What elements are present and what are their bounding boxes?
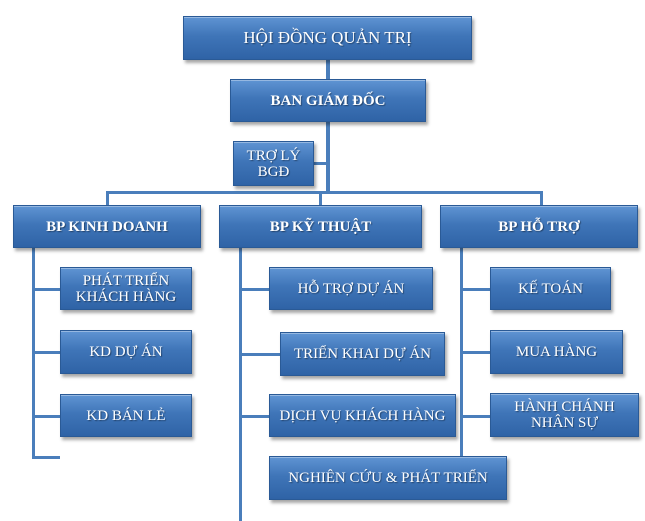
- assistant-label: BGĐ: [257, 163, 290, 180]
- connector: [239, 248, 242, 521]
- dept-label: BP HỖ TRỢ: [498, 218, 580, 235]
- board-box: HỘI ĐỒNG QUẢN TRỊ: [183, 16, 472, 60]
- connector: [106, 191, 109, 206]
- connector: [326, 60, 330, 80]
- unit-box: KẾ TOÁN: [490, 267, 611, 310]
- unit-label: DỊCH VỤ KHÁCH HÀNG: [279, 407, 446, 424]
- connector: [106, 191, 543, 194]
- director-label: BAN GIÁM ĐỐC: [270, 92, 386, 109]
- unit-box: TRIỂN KHAI DỰ ÁN: [280, 332, 445, 376]
- connector: [239, 353, 280, 356]
- connector: [319, 191, 322, 206]
- unit-label: NGHIÊN CỨU & PHÁT TRIỂN: [288, 470, 488, 486]
- assistant-label: TRỢ LÝ: [246, 147, 301, 164]
- unit-label: NHÂN SỰ: [530, 415, 599, 431]
- connector: [460, 288, 490, 291]
- unit-label: KD DỰ ÁN: [89, 344, 163, 360]
- unit-box: KD DỰ ÁN: [60, 330, 192, 374]
- unit-label: KẾ TOÁN: [518, 280, 583, 297]
- dept-label: BP KINH DOANH: [46, 218, 168, 235]
- connector: [540, 191, 543, 206]
- unit-label: KD BÁN LẺ: [86, 407, 166, 424]
- board-label: HỘI ĐỒNG QUẢN TRỊ: [243, 28, 412, 47]
- unit-label: HÀNH CHÁNH: [514, 399, 615, 415]
- connector: [460, 415, 490, 418]
- connector: [239, 288, 269, 291]
- unit-box: HỖ TRỢ DỰ ÁN: [269, 267, 433, 310]
- connector: [32, 456, 60, 459]
- connector: [326, 122, 330, 194]
- unit-label: KHÁCH HÀNG: [75, 288, 177, 305]
- connector: [239, 415, 269, 418]
- unit-box: NGHIÊN CỨU & PHÁT TRIỂN: [269, 456, 507, 500]
- connector: [460, 351, 490, 354]
- connector: [32, 415, 60, 418]
- unit-label: TRIỂN KHAI DỰ ÁN: [293, 346, 432, 362]
- dept-label: BP KỸ THUẬT: [269, 218, 372, 235]
- unit-box: MUA HÀNG: [490, 330, 623, 374]
- connector: [32, 288, 60, 291]
- unit-label: PHÁT TRIỂN: [82, 272, 170, 289]
- unit-box: DỊCH VỤ KHÁCH HÀNG: [269, 394, 456, 437]
- connector: [314, 162, 328, 165]
- director-box: BAN GIÁM ĐỐC: [230, 79, 426, 122]
- connector: [32, 351, 60, 354]
- unit-box: KD BÁN LẺ: [60, 394, 192, 437]
- dept-tech-box: BP KỸ THUẬT: [219, 205, 422, 248]
- unit-label: MUA HÀNG: [515, 344, 598, 360]
- dept-support-box: BP HỖ TRỢ: [440, 205, 638, 248]
- dept-sales-box: BP KINH DOANH: [13, 205, 201, 248]
- unit-label: HỖ TRỢ DỰ ÁN: [297, 280, 405, 297]
